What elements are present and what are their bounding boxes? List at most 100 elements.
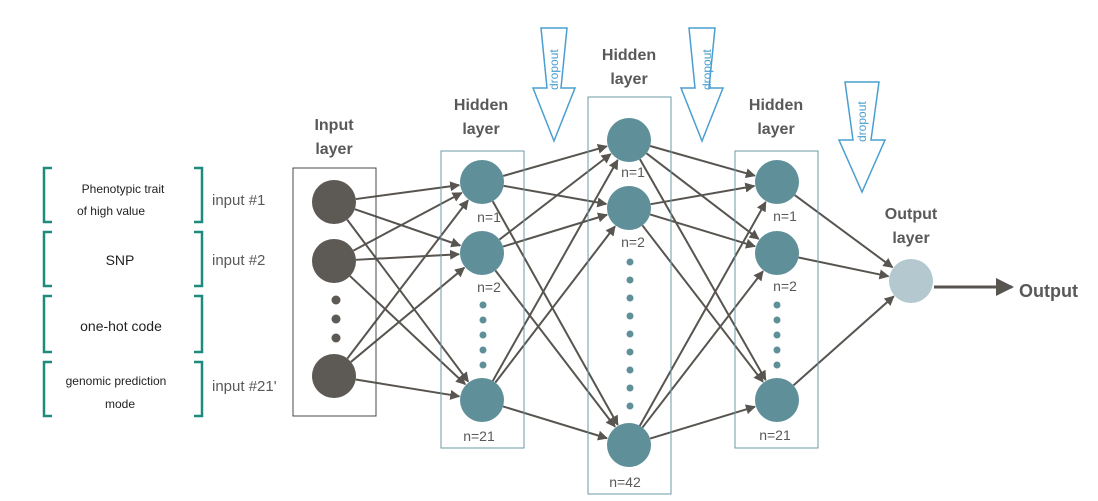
edge-hidden1-2-to-hidden2-3: [494, 269, 616, 428]
hidden2-ellipsis-dot-3: [626, 294, 634, 302]
hidden1-node-label-2: n=2: [477, 279, 501, 295]
hidden2-node-label-42: n=42: [609, 474, 641, 490]
hidden-layer-1-title-line2: layer: [462, 121, 499, 138]
hidden2-ellipsis-dot-7: [626, 366, 634, 374]
edge-hidden1-1-to-hidden2-1: [502, 143, 608, 177]
edge-hidden1-2-to-hidden2-1: [498, 153, 612, 241]
input-label-2: input #2: [212, 252, 265, 269]
hidden2-ellipsis-dot-4: [626, 312, 634, 320]
input-ellipsis-dot-3: [331, 333, 341, 343]
hidden3-node-3: [755, 378, 799, 422]
edge-hidden1-3-to-hidden2-3: [502, 405, 608, 441]
hidden-layer-3-frame: [734, 150, 819, 449]
edge-hidden2-3-to-hidden3-2: [641, 270, 764, 429]
hidden1-node-3: [460, 378, 504, 422]
edge-hidden2-2-to-hidden3-3: [641, 224, 764, 383]
input-layer-title-line2: layer: [315, 141, 352, 158]
output-layer-title-line2: layer: [892, 230, 929, 247]
hidden-layer-3-title-line1: Hidden: [749, 97, 803, 114]
edge-hidden3-2-to-output-1: [798, 256, 890, 280]
input-feature-1-line1: Phenotypic trait: [82, 182, 165, 196]
output-layer-title-line1: Output: [885, 206, 938, 223]
dropout-arrow-2: dropout: [679, 27, 725, 144]
hidden3-ellipsis-dot-4: [773, 346, 781, 354]
hidden2-ellipsis-dot-5: [626, 330, 634, 338]
hidden2-ellipsis-dot-9: [626, 402, 634, 410]
edge-hidden1-3-to-hidden2-2: [494, 225, 616, 384]
input-feature-box-4: genomic prediction mode: [42, 360, 204, 418]
edge-input-2-to-hidden1-3: [349, 275, 466, 385]
hidden2-node-2: [607, 186, 651, 230]
input-node-3: [312, 354, 356, 398]
edge-hidden1-1-to-hidden2-3: [491, 200, 619, 426]
edge-input-1-to-hidden1-2: [354, 208, 462, 248]
hidden3-node-label-2: n=2: [773, 278, 797, 294]
input-feature-box-1: Phenotypic trait of high value: [42, 166, 204, 224]
input-feature-4-line2: mode: [105, 397, 135, 411]
dropout-arrow-3: dropout: [837, 81, 887, 194]
edge-input-1-to-hidden1-3: [346, 219, 470, 383]
input-ellipsis-dot-1: [331, 295, 341, 305]
hidden3-node-label-1: n=1: [773, 208, 797, 224]
hidden-layer-1-frame: [440, 150, 525, 449]
edge-hidden2-1-to-hidden3-3: [639, 158, 767, 381]
edge-hidden2-2-to-hidden3-2: [649, 213, 756, 249]
hidden1-node-label-1: n=1: [477, 209, 501, 225]
input-node-2: [312, 239, 356, 283]
edge-hidden2-3-to-hidden3-1: [638, 201, 767, 427]
edge-hidden2-2-to-hidden3-1: [650, 182, 756, 206]
dropout-label-3: dropout: [855, 101, 869, 142]
edge-input-1-to-hidden1-1: [355, 181, 461, 201]
hidden2-node-1: [607, 118, 651, 162]
output-node-1: [889, 259, 933, 303]
edge-hidden3-3-to-output-1: [792, 295, 895, 387]
input-node-1: [312, 180, 356, 224]
edge-input-2-to-hidden1-1: [352, 191, 463, 252]
hidden-layer-1-title-line1: Hidden: [454, 97, 508, 114]
hidden-layer-2-title-line1: Hidden: [602, 47, 656, 64]
hidden3-node-1: [755, 160, 799, 204]
hidden1-ellipsis-dot-1: [479, 301, 487, 309]
hidden3-ellipsis-dot-2: [773, 316, 781, 324]
input-feature-4-line1: genomic prediction: [66, 374, 167, 388]
hidden2-node-label-1: n=1: [621, 164, 645, 180]
hidden-layer-2-frame: [587, 96, 672, 495]
input-feature-2-line1: SNP: [106, 252, 135, 268]
hidden2-node-label-2: n=2: [621, 234, 645, 250]
hidden2-ellipsis-dot-6: [626, 348, 634, 356]
edge-hidden3-1-to-output-1: [794, 194, 894, 269]
dropout-label-2: dropout: [700, 49, 714, 90]
hidden1-ellipsis-dot-2: [479, 316, 487, 324]
edge-hidden2-1-to-hidden3-1: [649, 145, 756, 179]
dropout-arrow-1: dropout: [531, 27, 577, 144]
hidden-layer-2-title-line2: layer: [610, 71, 647, 88]
hidden2-ellipsis-dot-2: [626, 276, 634, 284]
edge-input-2-to-hidden1-2: [355, 249, 461, 261]
hidden3-node-2: [755, 231, 799, 275]
hidden3-ellipsis-dot-3: [773, 331, 781, 339]
hidden1-ellipsis-dot-3: [479, 331, 487, 339]
hidden1-node-label-21: n=21: [463, 428, 495, 444]
hidden3-ellipsis-dot-5: [773, 361, 781, 369]
dropout-label-1: dropout: [547, 49, 561, 90]
nodes: [312, 118, 933, 467]
hidden1-ellipsis-dot-5: [479, 361, 487, 369]
edge-input-3-to-hidden1-2: [350, 266, 466, 363]
hidden1-ellipsis-dot-4: [479, 346, 487, 354]
input-ellipsis-dot-2: [331, 314, 341, 324]
output-label: Output: [1019, 281, 1078, 301]
input-feature-1-line2: of high value: [77, 204, 145, 218]
edge-hidden2-3-to-hidden3-3: [649, 404, 756, 440]
edge-input-3-to-hidden1-3: [355, 378, 461, 400]
input-feature-box-3: one-hot code: [42, 294, 204, 354]
edge-hidden2-1-to-hidden3-2: [645, 152, 760, 240]
hidden1-node-1: [460, 160, 504, 204]
edge-hidden1-1-to-hidden2-2: [503, 184, 608, 208]
hidden2-ellipsis-dot-1: [626, 258, 634, 266]
hidden1-node-2: [460, 231, 504, 275]
hidden-layer-3-title-line2: layer: [757, 121, 794, 138]
hidden3-ellipsis-dot-1: [773, 301, 781, 309]
hidden2-ellipsis-dot-8: [626, 384, 634, 392]
